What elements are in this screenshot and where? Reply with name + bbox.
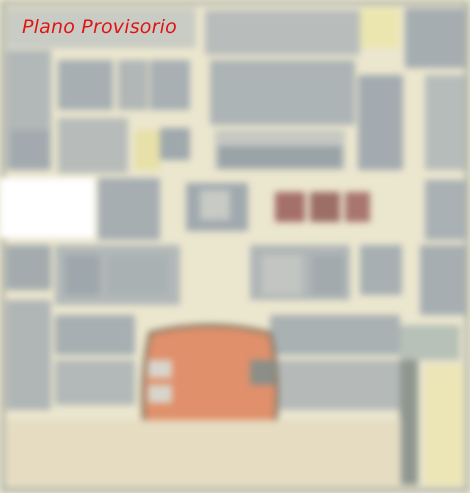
unbuilt-area bbox=[0, 178, 95, 238]
room-block-right-middle bbox=[250, 245, 465, 315]
room-block-lower-left bbox=[6, 300, 135, 410]
bottom-band bbox=[6, 420, 401, 488]
red-rooms bbox=[275, 192, 370, 222]
map-title: Plano Provisorio bbox=[22, 16, 177, 38]
room-block-center-left bbox=[98, 178, 248, 240]
room-block-lower-right bbox=[270, 315, 463, 485]
room-block-top-right bbox=[358, 8, 465, 240]
room-block-top-center bbox=[205, 10, 360, 170]
room-block-top-left bbox=[6, 8, 196, 173]
room-block-left-middle bbox=[6, 245, 180, 305]
